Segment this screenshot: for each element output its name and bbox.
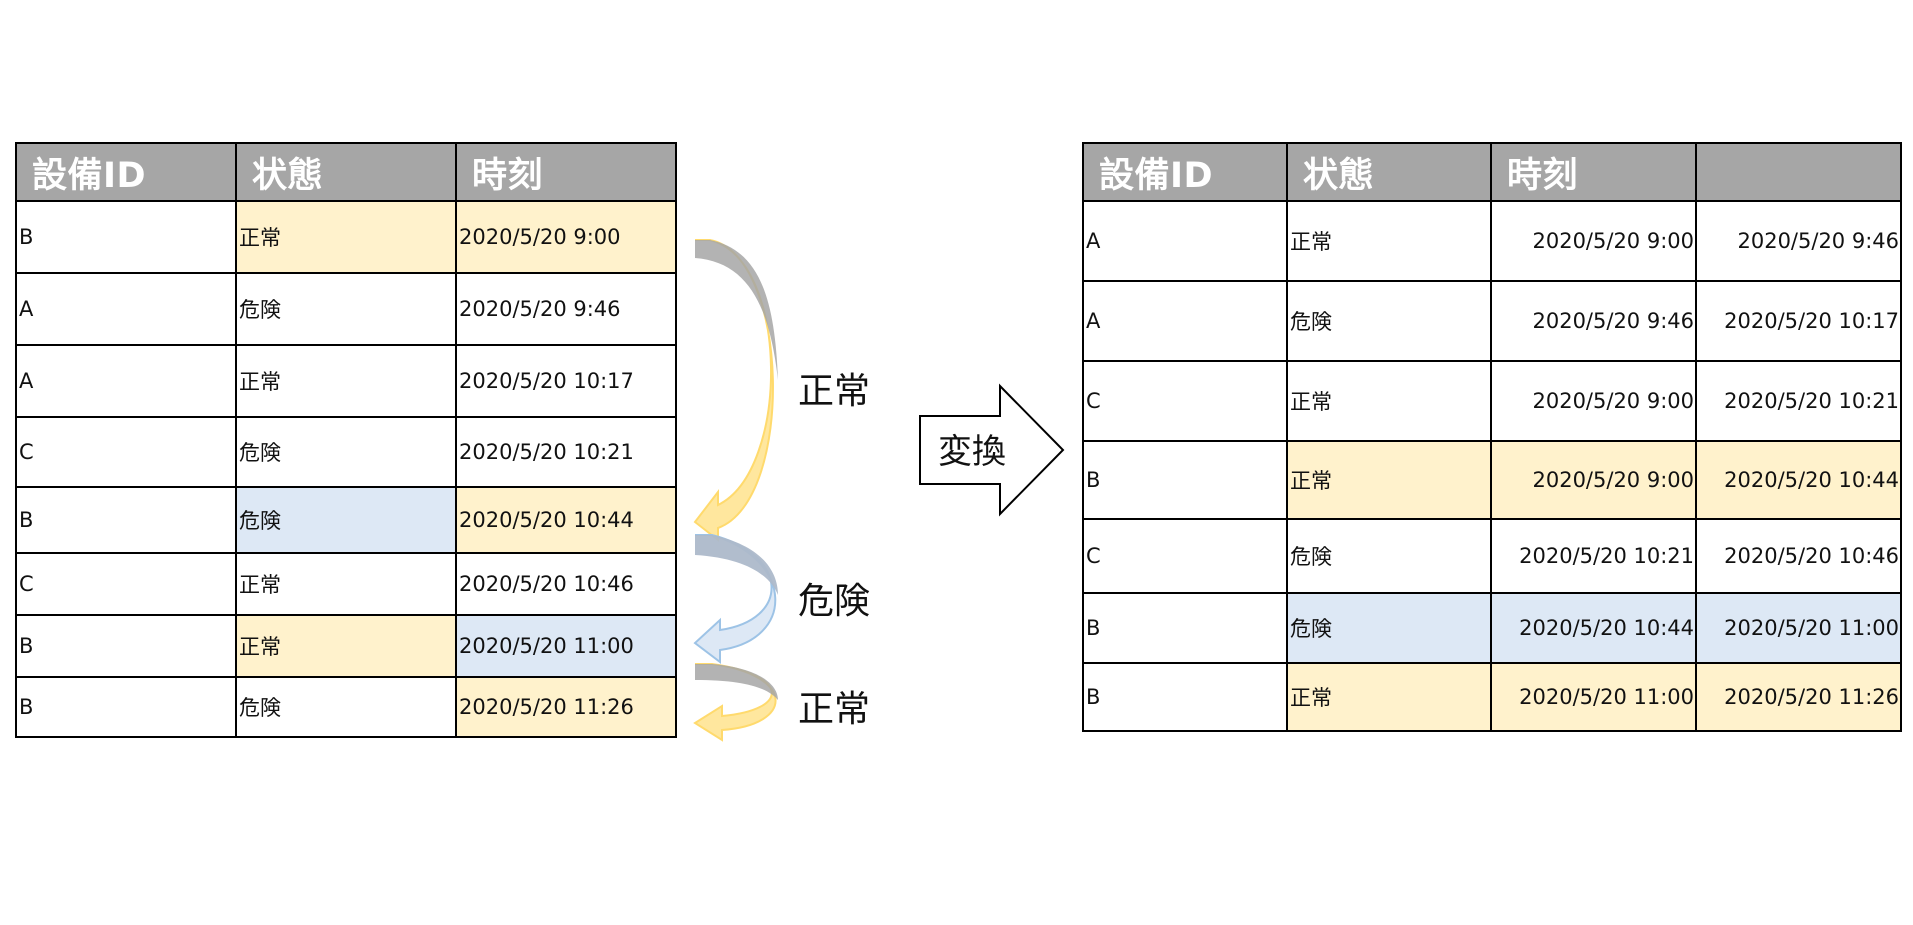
result-header-end-time <box>1695 142 1902 202</box>
status-cell: 正常 <box>1286 200 1492 282</box>
equipment-id-cell: A <box>1082 200 1288 282</box>
equipment-id-cell: B <box>1082 592 1288 664</box>
status-cell: 危険 <box>1286 280 1492 362</box>
end-time-cell: 2020/5/20 11:26 <box>1695 662 1902 732</box>
result-table-header-row: 設備ID 状態 時刻 <box>1082 142 1902 202</box>
time-cell: 2020/5/20 9:46 <box>455 272 677 346</box>
result-header-time: 時刻 <box>1490 142 1697 202</box>
equipment-id-cell: B <box>15 614 237 678</box>
status-cell: 正常 <box>1286 440 1492 520</box>
status-cell: 危険 <box>1286 592 1492 664</box>
time-cell: 2020/5/20 10:21 <box>455 416 677 488</box>
equipment-id-cell: B <box>1082 662 1288 732</box>
equipment-id-cell: C <box>1082 360 1288 442</box>
end-time-cell: 2020/5/20 10:44 <box>1695 440 1902 520</box>
time-cell: 2020/5/20 9:00 <box>455 200 677 274</box>
status-cell: 正常 <box>235 344 457 418</box>
header-status: 状態 <box>235 142 457 202</box>
equipment-id-cell: B <box>15 200 237 274</box>
time-cell: 2020/5/20 10:44 <box>455 486 677 554</box>
start-time-cell: 2020/5/20 11:00 <box>1490 662 1697 732</box>
end-time-cell: 2020/5/20 11:00 <box>1695 592 1902 664</box>
equipment-id-cell: A <box>15 272 237 346</box>
start-time-cell: 2020/5/20 9:00 <box>1490 360 1697 442</box>
status-cell: 正常 <box>1286 360 1492 442</box>
equipment-id-cell: A <box>15 344 237 418</box>
arrow-label-normal-1: 正常 <box>798 371 871 412</box>
header-equipment-id: 設備ID <box>15 142 237 202</box>
header-time: 時刻 <box>455 142 677 202</box>
equipment-id-cell: C <box>15 552 237 616</box>
end-time-cell: 2020/5/20 10:17 <box>1695 280 1902 362</box>
equipment-id-cell: B <box>1082 440 1288 520</box>
status-cell: 危険 <box>235 416 457 488</box>
arrow-shadow-3 <box>695 664 778 700</box>
equipment-id-cell: B <box>15 486 237 554</box>
equipment-id-cell: B <box>15 676 237 738</box>
end-time-cell: 2020/5/20 10:21 <box>1695 360 1902 442</box>
arrow-label-normal-2: 正常 <box>798 689 871 730</box>
status-cell: 正常 <box>235 200 457 274</box>
end-time-cell: 2020/5/20 9:46 <box>1695 200 1902 282</box>
equipment-id-cell: A <box>1082 280 1288 362</box>
time-cell: 2020/5/20 11:26 <box>455 676 677 738</box>
arrow-label-danger: 危険 <box>798 581 871 622</box>
status-cell: 正常 <box>1286 662 1492 732</box>
status-cell: 正常 <box>235 614 457 678</box>
arrow-shadow-1 <box>695 240 778 380</box>
equipment-id-cell: C <box>1082 518 1288 594</box>
start-time-cell: 2020/5/20 9:46 <box>1490 280 1697 362</box>
status-cell: 危険 <box>235 486 457 554</box>
time-cell: 2020/5/20 10:46 <box>455 552 677 616</box>
convert-block-arrow <box>919 383 1065 517</box>
result-header-equipment-id: 設備ID <box>1082 142 1288 202</box>
status-cell: 正常 <box>235 552 457 616</box>
time-cell: 2020/5/20 10:17 <box>455 344 677 418</box>
end-time-cell: 2020/5/20 10:46 <box>1695 518 1902 594</box>
source-table-header-row: 設備ID 状態 時刻 <box>15 142 677 202</box>
start-time-cell: 2020/5/20 10:44 <box>1490 592 1697 664</box>
result-header-status: 状態 <box>1286 142 1492 202</box>
convert-label: 変換 <box>938 432 1006 472</box>
start-time-cell: 2020/5/20 9:00 <box>1490 440 1697 520</box>
status-cell: 危険 <box>235 272 457 346</box>
arrow-shadow-2 <box>695 535 778 595</box>
status-cell: 危険 <box>235 676 457 738</box>
start-time-cell: 2020/5/20 9:00 <box>1490 200 1697 282</box>
start-time-cell: 2020/5/20 10:21 <box>1490 518 1697 594</box>
status-cell: 危険 <box>1286 518 1492 594</box>
time-cell: 2020/5/20 11:00 <box>455 614 677 678</box>
equipment-id-cell: C <box>15 416 237 488</box>
